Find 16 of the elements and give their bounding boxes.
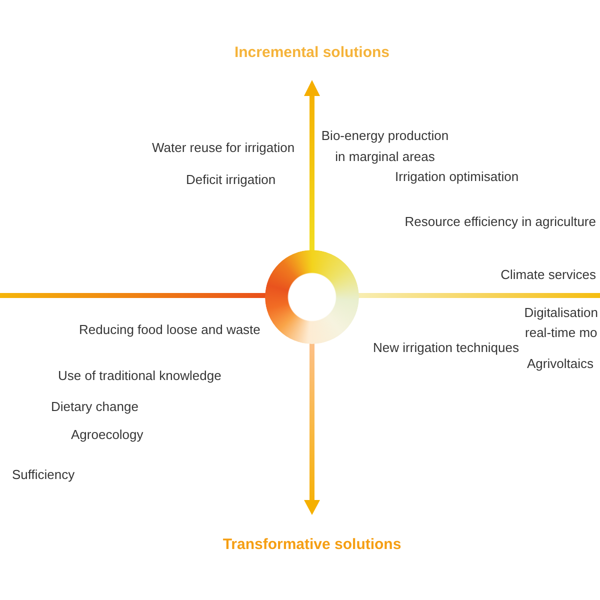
- solution-label: Agroecology: [71, 427, 144, 443]
- solution-label: New irrigation techniques: [373, 340, 519, 356]
- solution-label: Water reuse for irrigation: [152, 140, 295, 156]
- solution-label: Digitalisation real-time mo: [524, 304, 598, 342]
- solution-label: Dietary change: [51, 399, 138, 415]
- solution-label: Deficit irrigation: [186, 172, 276, 188]
- solution-label: Resource efficiency in agriculture: [404, 214, 596, 230]
- solution-label: Agrivoltaics: [527, 356, 594, 372]
- solution-label: Sufficiency: [12, 467, 75, 483]
- solution-label: Climate services: [500, 267, 596, 283]
- solution-label: Use of traditional knowledge: [58, 368, 222, 384]
- solution-label: Reducing food loose and waste: [79, 322, 260, 338]
- solution-label: Irrigation optimisation: [395, 169, 519, 185]
- solution-label: Bio-energy production in marginal areas: [320, 127, 450, 166]
- axis-label: Incremental solutions: [233, 44, 391, 62]
- axis-label: Transformative solutions: [222, 536, 402, 554]
